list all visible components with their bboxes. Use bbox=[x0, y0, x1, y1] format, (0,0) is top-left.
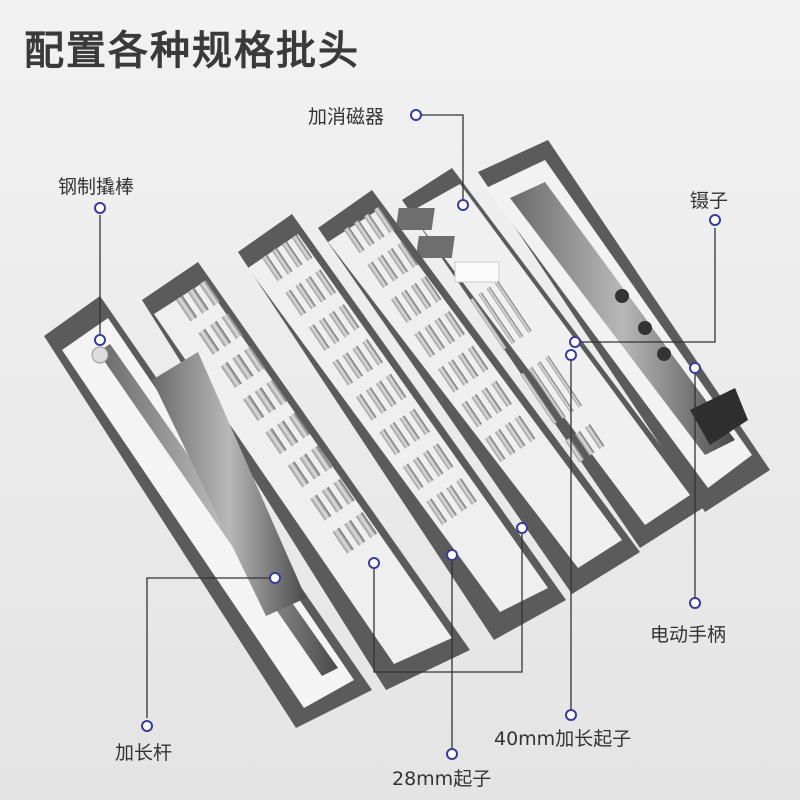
label-tweezers: 镊子 bbox=[690, 190, 729, 212]
callout-dots bbox=[94, 109, 721, 760]
callout-lines bbox=[99, 114, 716, 748]
label-demagnetizer: 加消磁器 bbox=[308, 106, 385, 128]
label-pry-bar: 钢制撬棒 bbox=[58, 176, 135, 198]
tray-electric-handle bbox=[478, 140, 770, 512]
electric-handle bbox=[510, 182, 735, 455]
tray-pry-bar bbox=[44, 296, 372, 728]
extension-rod bbox=[152, 352, 306, 616]
bit-grid bbox=[176, 206, 605, 554]
label-extension-rod: 加长杆 bbox=[115, 742, 173, 764]
label-electric-handle: 电动手柄 bbox=[650, 624, 727, 646]
label-28mm-bit: 28mm起子 bbox=[392, 768, 492, 790]
label-40mm-bit: 40mm加长起子 bbox=[494, 728, 632, 750]
tray-demagnetizer bbox=[395, 168, 706, 548]
page-title: 配置各种规格批头 bbox=[24, 28, 360, 74]
tray-bits-5 bbox=[318, 190, 640, 594]
